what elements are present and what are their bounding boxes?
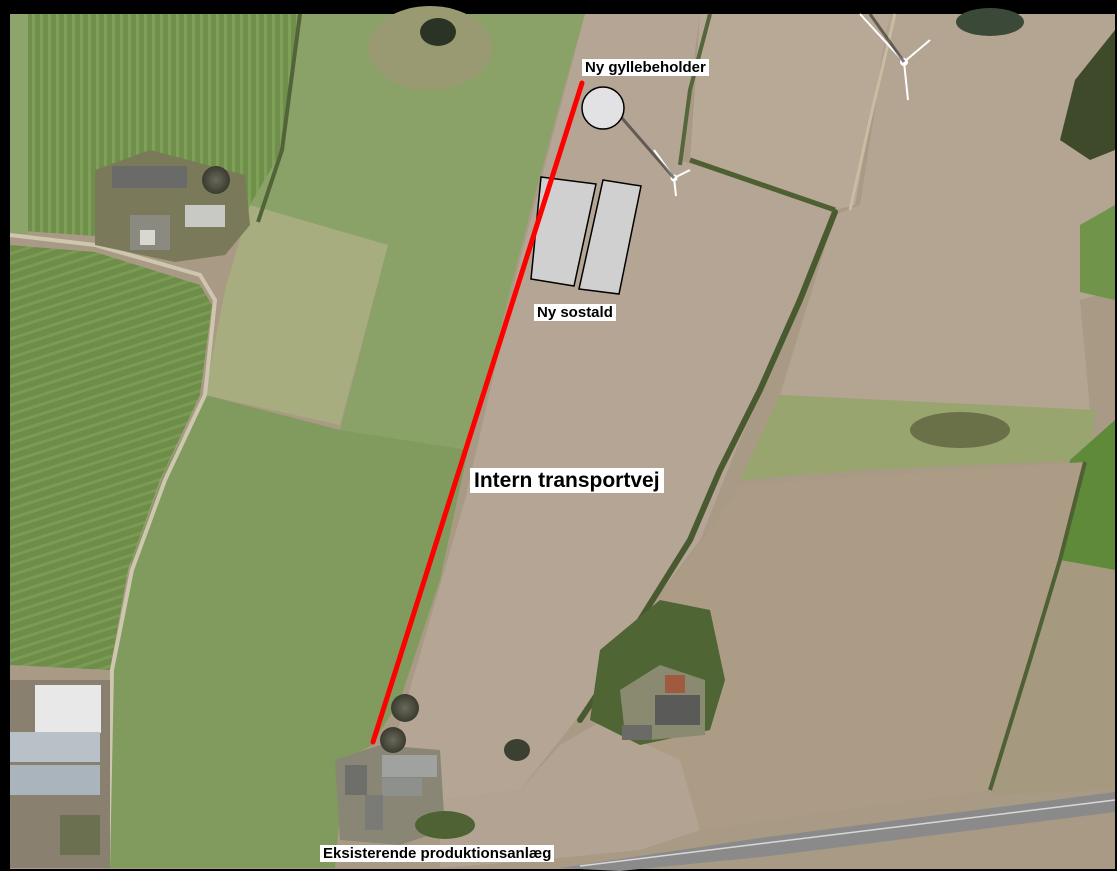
field: [395, 14, 835, 800]
existing-facility: [335, 694, 475, 845]
field: [440, 722, 700, 868]
field: [10, 14, 28, 234]
label-internal-road: Intern transportvej: [470, 468, 664, 493]
field: [690, 14, 890, 210]
planned-barn: [530, 176, 597, 287]
greenhouses: [10, 680, 110, 868]
planned-slurry-tank: [581, 86, 625, 130]
planned-barn: [578, 179, 642, 295]
field: [600, 462, 1085, 830]
field: [780, 14, 1115, 410]
label-existing-facility: Eksisterende produktionsanlæg: [320, 845, 555, 862]
label-new-barn: Ny sostald: [534, 304, 616, 321]
field: [990, 560, 1115, 795]
field: [1060, 420, 1115, 570]
field: [10, 245, 212, 670]
field: [110, 395, 468, 868]
field: [1080, 205, 1115, 300]
internal-transport-route: [370, 80, 585, 745]
label-slurry-tank: Ny gyllebeholder: [582, 59, 709, 76]
farmstead-northwest: [95, 150, 250, 262]
farmstead-southeast: [590, 600, 725, 745]
field: [205, 205, 388, 425]
field: [250, 14, 585, 450]
